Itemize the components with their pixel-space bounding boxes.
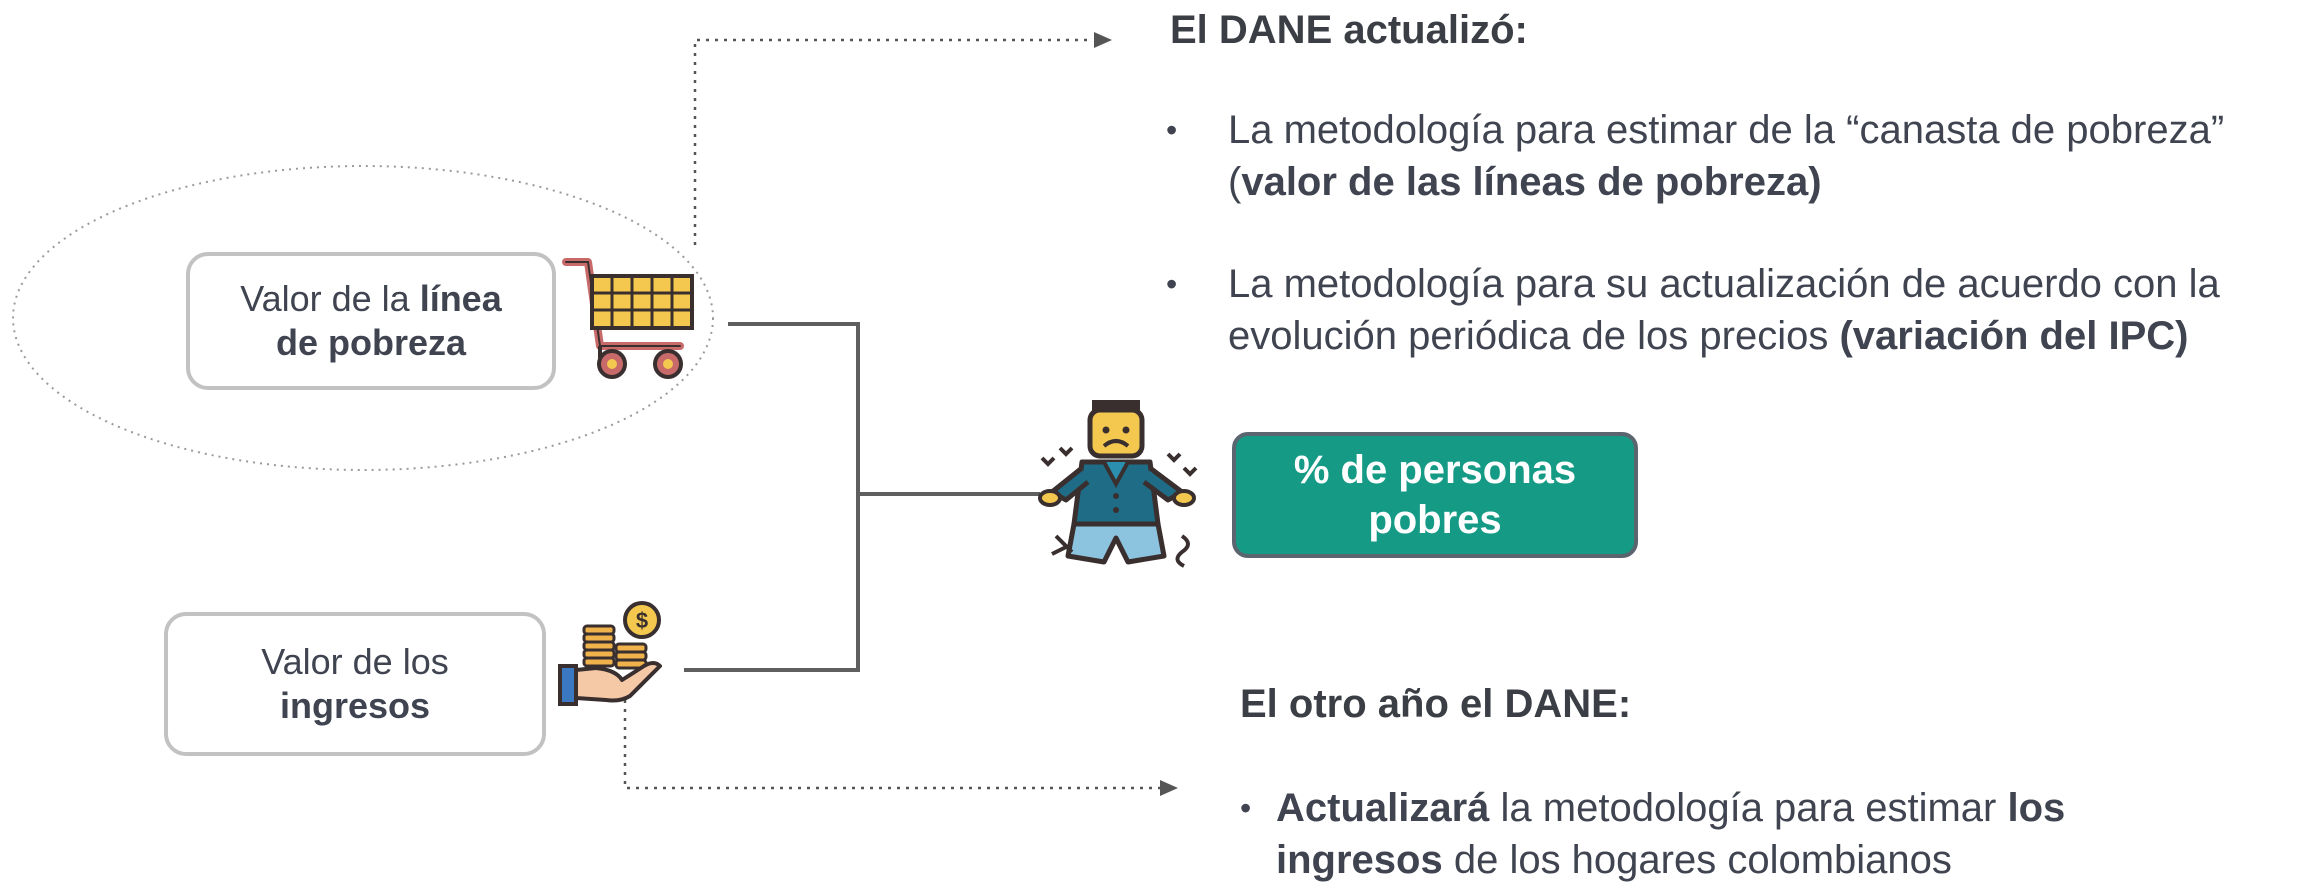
dotted-arrow-bottom [623, 700, 1160, 790]
bullet-2-text: La metodología para su actualización de … [1228, 262, 2220, 306]
poverty-line-box: Valor de la línea de pobreza [186, 252, 556, 390]
next-bullet-text-2: de los hogares colombianos [1442, 838, 1952, 882]
poverty-line-bold-1: línea [419, 278, 502, 319]
bullet-symbol: • [1166, 266, 1178, 302]
connector-top [684, 322, 860, 672]
bullet-2-text-2: evolución periódica de los precios [1228, 314, 1840, 358]
next-bullet-bold-2: los [2007, 786, 2066, 830]
arrowhead-top [1094, 32, 1112, 48]
result-line-1: % de personas [1293, 448, 1577, 492]
bullet-symbol: • [1240, 790, 1252, 826]
next-year-bullet: • Actualizará la metodología para estima… [1240, 782, 2316, 886]
next-bullet-bold-3: ingresos [1276, 838, 1443, 882]
next-bullet-text-1: la metodología para estimar [1489, 786, 2008, 830]
poverty-line-bold-2: de pobreza [275, 322, 467, 363]
updated-bullet-1: • La metodología para estimar de la “can… [1166, 104, 2318, 208]
updated-bullet-2: • La metodología para su actualización d… [1166, 258, 2318, 362]
income-text: Valor de los [261, 641, 449, 682]
bullet-2-bold: (variación del IPC) [1839, 314, 2189, 358]
bullet-1-text: La metodología para estimar de la “canas… [1228, 108, 2225, 152]
poor-person-icon [1038, 400, 1198, 568]
bullet-1-paren: ( [1228, 160, 1242, 204]
result-line-2: pobres [1368, 498, 1502, 542]
bullet-symbol: • [1166, 112, 1178, 148]
next-bullet-bold-1: Actualizará [1276, 786, 1490, 830]
arrowhead-bottom [1160, 780, 1178, 796]
poor-people-percentage-box: % de personas pobres [1232, 432, 1638, 558]
poverty-line-text: Valor de la [240, 278, 420, 319]
income-bold: ingresos [279, 685, 431, 726]
dotted-arrow-top [693, 38, 1092, 245]
updated-heading: El DANE actualizó: [1170, 8, 1528, 52]
svg-text:$: $ [636, 608, 648, 633]
income-box: Valor de los ingresos [164, 612, 546, 756]
coins-hand-icon: $ [558, 601, 662, 706]
shopping-cart-icon [562, 258, 694, 379]
bullet-1-bold: valor de las líneas de pobreza) [1241, 160, 1822, 204]
highlight-ellipse [12, 165, 714, 471]
next-year-heading: El otro año el DANE: [1240, 682, 1632, 726]
